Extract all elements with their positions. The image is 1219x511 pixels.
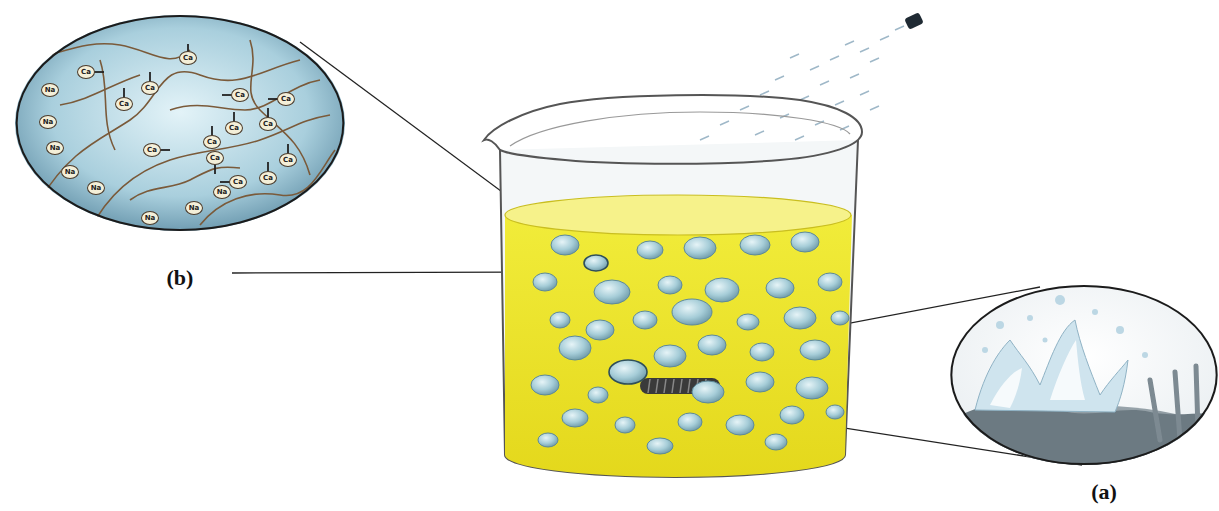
callout-label: (a) [1074,479,1134,505]
ion-symbol: Ca [281,96,291,103]
ion-circle: Na [39,115,57,129]
ion-symbol: Ca [207,139,217,146]
water-splash [924,295,1219,505]
ion-circle: Ca [77,65,95,79]
ion-symbol: Na [91,185,102,192]
ion-symbol: Ca [145,85,155,92]
ion-circle: Ca [115,97,133,111]
ion-symbol: Na [217,189,228,196]
ion-circle: Ca [225,121,243,135]
ion-symbol: Ca [233,179,243,186]
ion-symbol: Ca [263,121,273,128]
selected-bead [584,255,608,271]
ion-circle: Na [87,181,105,195]
ion-circle: Ca [229,175,247,189]
ion-symbol: Ca [81,69,91,76]
ion-symbol: Ca [283,157,293,164]
zoom-circle-outline [950,285,1218,465]
ion-symbol: Ca [210,155,220,162]
zoom-circle-outline [15,15,345,231]
ion-symbol: Na [189,205,200,212]
ion-symbol: Na [65,169,76,176]
ion-circle: Na [213,185,231,199]
selected-bead [609,360,647,384]
spray-nozzle [904,12,924,30]
ion-symbol: Ca [229,125,239,132]
ion-symbol: Na [145,215,156,222]
ion-circle: Ca [143,143,161,157]
ion-circle: Ca [206,151,224,165]
ion-circle: Na [46,141,64,155]
ion-symbol: Na [45,87,56,94]
zoom-circle: (a) [950,285,1218,465]
alginate-beads [531,232,849,454]
ion-circle: Na [41,83,59,97]
ion-symbol: Ca [119,101,129,108]
ion-circle: Ca [141,81,159,95]
ion-circle: Na [141,211,159,225]
ion-symbol: Na [50,145,61,152]
ion-symbol: Ca [147,147,157,154]
ion-circle: Na [61,165,79,179]
ion-circle: Ca [231,88,249,102]
beaker [484,95,862,477]
ionic-bonds [94,44,288,182]
ion-circle: Ca [259,171,277,185]
ion-symbol: Ca [183,55,193,62]
zoom-circle-outline [951,286,1216,464]
zoom-circle: (b)CaCaCaCaCaCaCaCaCaCaCaCaCaCaNaNaNaNaN… [15,15,345,231]
ion-circle: Ca [179,51,197,65]
ion-symbol: Ca [263,175,273,182]
callout-label: (b) [150,265,210,291]
zoom-circle-outline [17,16,344,230]
ion-circle: Ca [203,135,221,149]
ion-circle: Ca [277,92,295,106]
ion-circle: Na [185,201,203,215]
ion-circle: Ca [259,117,277,131]
ion-circle: Ca [279,153,297,167]
zoom-fill [15,15,345,231]
ion-symbol: Ca [235,92,245,99]
ion-symbol: Na [43,119,54,126]
